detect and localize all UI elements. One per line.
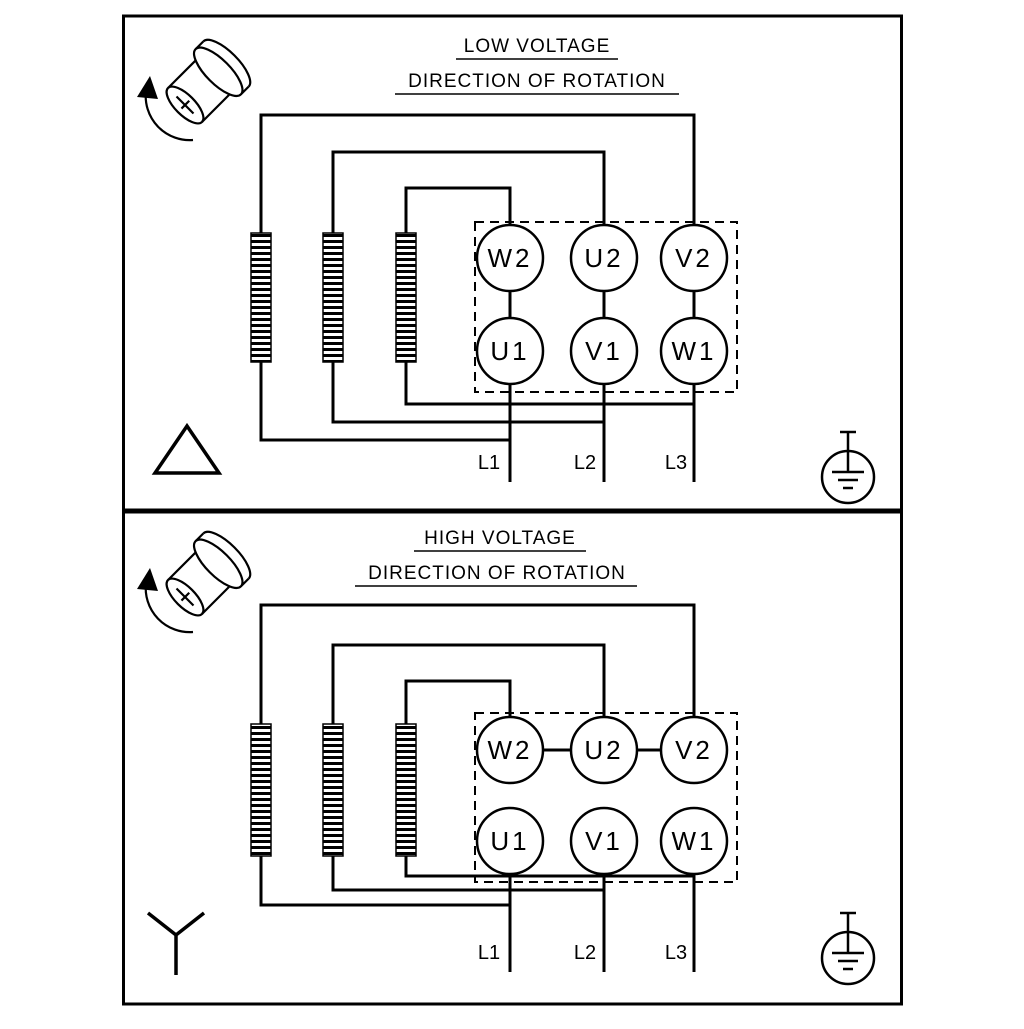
- terminal-label: W2: [488, 735, 533, 765]
- rotation-direction-icon: [135, 31, 259, 142]
- supply-line-l2: L2: [574, 452, 596, 474]
- terminal-label: U1: [490, 336, 529, 366]
- winding-coil: [250, 723, 272, 857]
- terminal-label: W2: [488, 243, 533, 273]
- terminal-w1: W1: [659, 806, 729, 876]
- terminal-label: U2: [584, 735, 623, 765]
- panel-subtitle: DIRECTION OF ROTATION: [368, 563, 626, 584]
- terminal-label: W1: [672, 336, 717, 366]
- terminal-u1: U1: [475, 316, 545, 386]
- winding-coil: [395, 723, 417, 857]
- winding-wires: [259, 113, 696, 482]
- supply-line-l1: L1: [478, 942, 500, 964]
- supply-line-l3: L3: [665, 452, 687, 474]
- panel-subtitle: DIRECTION OF ROTATION: [408, 71, 666, 92]
- terminal-label: U1: [490, 826, 529, 856]
- terminal-v2: V2: [659, 223, 729, 293]
- panel-title: HIGH VOLTAGE: [424, 528, 576, 549]
- panel-title: LOW VOLTAGE: [464, 36, 611, 57]
- terminal-label: U2: [584, 243, 623, 273]
- supply-line-l3: L3: [665, 942, 687, 964]
- panel-high-voltage: HIGH VOLTAGE DIRECTION OF ROTATION: [122, 510, 903, 1006]
- winding-coil: [395, 232, 417, 363]
- terminal-w2: W2: [475, 223, 545, 293]
- terminal-label: V2: [675, 243, 713, 273]
- terminal-u2: U2: [569, 715, 639, 785]
- terminal-box: [474, 712, 738, 883]
- winding-coil: [250, 232, 272, 363]
- terminal-label: W1: [672, 826, 717, 856]
- winding-wires: [259, 603, 696, 972]
- terminal-label: V1: [585, 826, 623, 856]
- rotation-direction-icon: [135, 523, 259, 634]
- delta-connection-icon: [151, 422, 223, 475]
- star-connection-icon: [146, 911, 206, 975]
- terminal-u2: U2: [569, 223, 639, 293]
- motor-windings: [250, 232, 417, 363]
- panel-border: [122, 14, 903, 512]
- delta-bridge-links: [508, 291, 696, 318]
- winding-coil: [322, 723, 344, 857]
- terminals: W2 U2 V2 U1 V1 W1: [475, 223, 729, 386]
- terminal-w1: W1: [659, 316, 729, 386]
- terminal-u1: U1: [475, 806, 545, 876]
- supply-line-l2: L2: [574, 942, 596, 964]
- winding-coil: [322, 232, 344, 363]
- earth-ground-icon: [820, 430, 876, 505]
- terminal-label: V2: [675, 735, 713, 765]
- terminal-label: V1: [585, 336, 623, 366]
- panel-border: [122, 510, 903, 1006]
- terminal-box: [474, 221, 738, 393]
- panel-low-voltage: LOW VOLTAGE DIRECTION OF ROTATION: [122, 14, 903, 512]
- terminal-v2: V2: [659, 715, 729, 785]
- motor-windings: [250, 723, 417, 857]
- supply-line-l1: L1: [478, 452, 500, 474]
- terminals: W2 U2 V2 U1 V1 W1: [475, 715, 729, 876]
- terminal-v1: V1: [569, 316, 639, 386]
- terminal-w2: W2: [475, 715, 545, 785]
- earth-ground-icon: [820, 911, 876, 986]
- terminal-v1: V1: [569, 806, 639, 876]
